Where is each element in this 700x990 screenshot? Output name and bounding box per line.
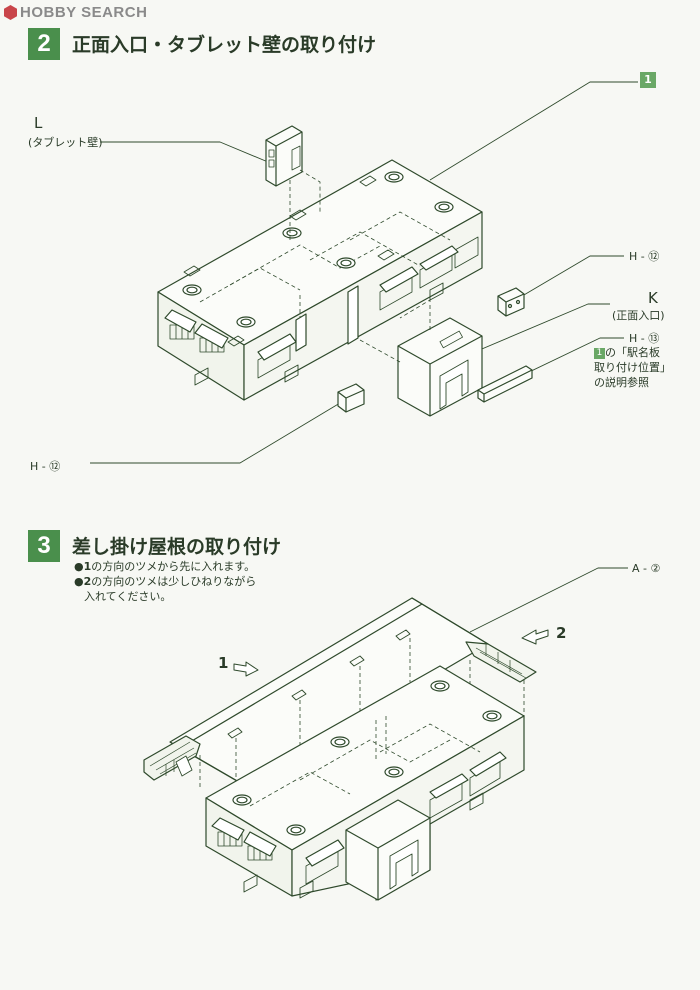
step-3-leader-line [469,567,628,633]
label-part-A2: A - ② [632,562,661,575]
label-part-H12-top: H - ⑫ [629,250,660,263]
reference-note-box: 1 [594,348,605,359]
step-2-callout-part-1: 1 [640,72,656,88]
step-3-number: 3 [28,530,60,562]
label-part-H12-bottom: H - ⑫ [30,460,61,473]
step-3-instruction-2-text: の方向のツメは少しひねりながら [91,575,257,588]
label-part-L-desc: (タブレット壁) [28,136,103,149]
direction-arrow-2-icon [521,629,549,645]
step-3-instruction-2-num: 2 [83,575,92,588]
watermark-text: HOBBY SEARCH [20,4,148,21]
label-part-K-desc: (正面入口) [612,309,665,322]
label-part-K: K [648,289,658,307]
station-building-step3 [205,665,525,901]
part-H12-top [497,287,525,317]
step-3-instruction-1-text: の方向のツメから先に入れます。 [91,560,256,573]
watermark-logo: HOBBY SEARCH [4,4,147,21]
logo-icon [4,5,17,20]
station-building-step2 [157,159,483,401]
part-H13-sign [477,365,533,403]
step-3-instruction-1-num: 1 [83,560,92,573]
step-3-instruction-1: ●1の方向のツメから先に入れます。 [74,560,256,573]
step-3-instruction-2-cont: 入れてください。 [84,590,172,603]
roof-part-A2 [143,597,537,796]
step-3-instruction-2: ●2の方向のツメは少しひねりながら [74,575,257,588]
reference-note-line2: 取り付け位置」 [594,361,671,374]
label-part-H13: H - ⑬ [629,332,660,345]
step-2-leader-lines [90,81,638,464]
direction-label-2: 2 [556,624,567,642]
reference-note-line3: の説明参照 [594,376,649,389]
entrance-part-K [359,299,483,417]
direction-arrow-1-icon [233,661,259,677]
reference-note-line1: の「駅名板 [605,346,660,359]
step-2-title: 正面入口・タブレット壁の取り付け [72,34,377,56]
part-H12-bottom [337,383,365,413]
tablet-wall-part-L [265,125,321,240]
direction-label-1: 1 [218,654,229,672]
step-3-title: 差し掛け屋根の取り付け [72,536,282,558]
step-2-number: 2 [28,28,60,60]
label-part-L: L [34,114,43,132]
